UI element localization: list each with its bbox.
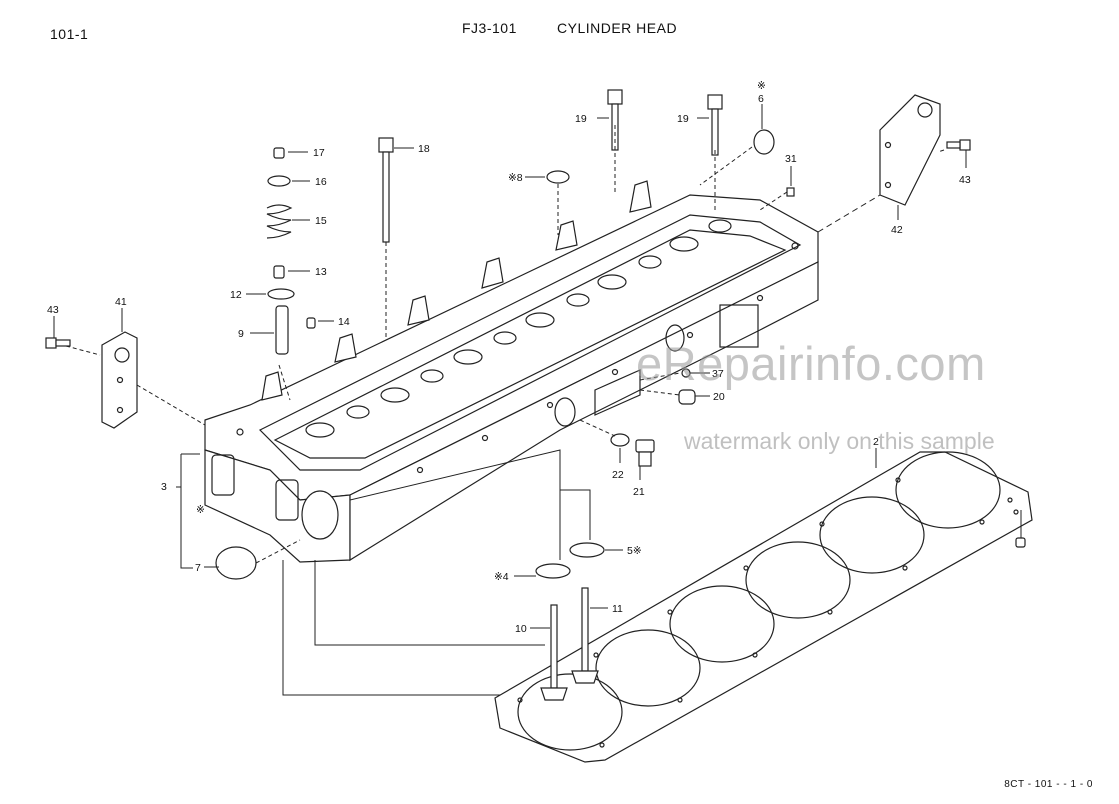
callout-15: 15	[315, 215, 327, 227]
callout-2: 2	[873, 436, 879, 448]
callout-6: 6	[758, 93, 764, 105]
head-bolt-19-right	[707, 94, 723, 156]
callout-19-left: 19	[575, 113, 587, 125]
seal-ring-8	[546, 170, 570, 184]
callout-18: 18	[418, 143, 430, 155]
callout-labels: 17 16 15 13 12 9 14 18 19 19 ※ 6 ※8 31 3…	[47, 80, 971, 635]
section-code: FJ3-101	[462, 20, 517, 36]
callout-3: 3	[161, 481, 167, 493]
callout-11: 11	[612, 603, 623, 615]
valve-seat-5	[569, 542, 605, 558]
bracket-bolt-left	[45, 337, 71, 349]
valve-seat-4	[535, 563, 571, 579]
callout-5: 5※	[627, 545, 642, 557]
head-bolt-long	[378, 137, 394, 243]
valve-spring-stack	[266, 147, 316, 355]
callout-42: 42	[891, 224, 903, 236]
expansion-plug	[753, 129, 775, 155]
bracket-hole	[114, 347, 130, 363]
gasket-22	[610, 433, 630, 447]
page-number: 101-1	[50, 26, 89, 42]
callout-43-right: 43	[959, 174, 971, 186]
callout-13: 13	[315, 266, 327, 278]
watermark-note: watermark only on this sample	[684, 428, 995, 454]
page-title: CYLINDER HEAD	[557, 20, 678, 36]
callout-6-mark: ※	[757, 80, 766, 92]
callout-17: 17	[313, 147, 325, 159]
callout-7: 7	[195, 562, 201, 574]
valve-11	[571, 587, 599, 684]
callout-19-right: 19	[677, 113, 689, 125]
seal-7	[215, 546, 257, 580]
callout-3-mark: ※	[196, 504, 205, 516]
bracket-bolt-right	[946, 139, 971, 151]
dowel-31	[786, 187, 795, 197]
callout-20: 20	[713, 391, 725, 403]
callout-8: ※8	[508, 172, 523, 184]
callout-31: 31	[785, 153, 797, 165]
footer-reference: 8CT - 101 - - 1 - 0	[1004, 779, 1093, 790]
callout-10: 10	[515, 623, 527, 635]
plug-21	[635, 439, 655, 467]
cylinder-head	[204, 180, 819, 563]
callout-41: 41	[115, 296, 127, 308]
leader-lines	[53, 104, 967, 696]
head-gasket	[494, 451, 1033, 763]
callout-16: 16	[315, 176, 327, 188]
callout-22: 22	[612, 469, 624, 481]
valve-10	[540, 604, 568, 701]
callout-9: 9	[238, 328, 244, 340]
callout-43-left: 43	[47, 304, 59, 316]
callout-4: ※4	[494, 571, 509, 583]
callout-21: 21	[633, 486, 645, 498]
plug-20	[678, 389, 696, 405]
callout-12: 12	[230, 289, 242, 301]
watermark-site: eRepairinfo.com	[636, 337, 986, 390]
callout-14: 14	[338, 316, 350, 328]
callout-37: 37	[712, 368, 724, 380]
